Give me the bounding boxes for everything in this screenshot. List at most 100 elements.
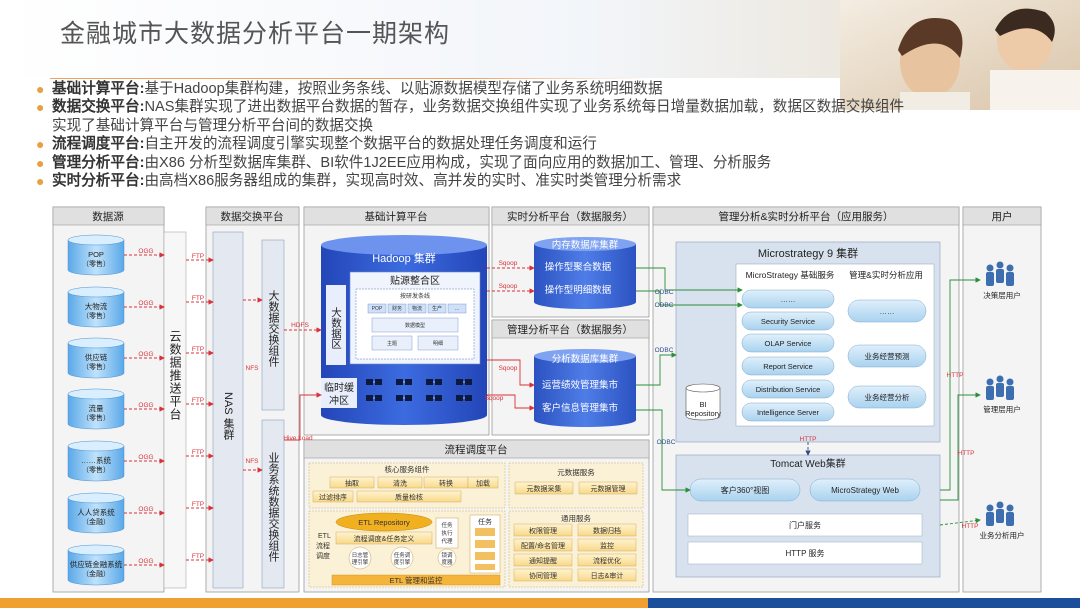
svg-text:…: … [455, 306, 460, 312]
svg-text:数据模型: 数据模型 [405, 322, 425, 329]
connector-label: FTP [192, 397, 204, 404]
svg-text:财务: 财务 [392, 305, 402, 312]
scheduler-platform: 核心服务组件 抽取清洗转换加载过滤排序质量检核 元数据服务 元数据采集 元数据管… [308, 462, 644, 588]
big-exchange-label: 大数据交换组件 [267, 289, 280, 368]
ms-app-label: 业务经营预测 [865, 351, 910, 361]
data-source-item: 流量（零售） [67, 388, 125, 430]
connector-line [939, 517, 981, 526]
etl-repo-label: ETL Repository [358, 518, 410, 527]
server-node-icon [426, 379, 442, 385]
ms-service-item [741, 311, 835, 331]
common-item [577, 568, 637, 582]
connector-label: ODBC [655, 289, 674, 296]
ms-service-item [741, 356, 835, 376]
connector-label: NFS [246, 365, 260, 372]
flow-task-label: 流程调度&任务定义 [354, 534, 415, 543]
connector-label: Sqoop [485, 395, 504, 402]
user-label: 业务分析用户 [980, 530, 1025, 540]
title-underline [50, 78, 650, 79]
data-source-list: POP（零售）大物流（零售）供应链（零售）流量（零售）……系统（零售）人人贷系统… [67, 234, 125, 586]
connector-label: NFS [246, 458, 260, 465]
connector-label: OGG [138, 402, 153, 409]
panel-title-users: 用户 [992, 210, 1013, 223]
data-source-item: 供应链（零售） [67, 337, 125, 379]
data-source-item: 大物流（零售） [67, 286, 125, 328]
connector-label: ODBC [655, 302, 674, 309]
nas-label: NAS 集群 [222, 392, 235, 440]
common-item-label: 流程优化 [593, 556, 621, 565]
task-exec-label-2: 执行 [441, 529, 453, 537]
biz-exchange-label: 业务系统数据交换组件 [267, 452, 280, 563]
task-label: 任务 [478, 517, 492, 526]
mini-modules: POP 财务 物流 生产 … 数据模型 主题 明细 [367, 303, 467, 351]
task-store-label-1: 任务调 [394, 551, 411, 559]
common-item [577, 538, 637, 552]
ms-cluster-title: Microstrategy 9 集群 [758, 246, 858, 260]
connector-label: Hive Load [283, 435, 313, 442]
data-source-item: 供应链金融系统（金融） [67, 544, 125, 586]
user-label: 管理层用户 [983, 404, 1021, 414]
ms-service-item [741, 333, 835, 353]
core-item-label: 质量检核 [395, 493, 423, 502]
connector-label: HTTP [800, 436, 817, 443]
ms-service-label: Distribution Service [756, 385, 821, 394]
cloud-push-bar: 云数据推送平台 [163, 231, 187, 589]
ms-service-label: Security Service [761, 317, 815, 326]
core-item-label: 转换 [439, 479, 453, 488]
common-item-label: 权限管理 [529, 526, 557, 535]
bullet-head: 实时分析平台: [52, 173, 145, 190]
connector-label: OGG [138, 506, 153, 513]
bullet-head: 管理分析平台: [52, 154, 145, 171]
svg-text:生产: 生产 [432, 305, 442, 312]
temp-zone-label-1: 临时缓 [324, 381, 354, 394]
ms-app-item [847, 344, 927, 368]
task-exec-label-3: 代理 [441, 537, 453, 545]
task-store-label-2: 度引擎 [394, 558, 411, 566]
hadoop-label: Hadoop 集群 [372, 251, 436, 265]
connector-line [487, 359, 535, 388]
common-item [513, 553, 573, 567]
data-source-item: POP（零售） [67, 234, 125, 276]
common-items: 权限管理数据归档配置/命名管理监控通知提醒流程优化协同管理日志&审计 [513, 523, 637, 582]
data-source-sub: （金融） [82, 517, 110, 526]
meta-item-collect: 元数据采集 [527, 484, 562, 493]
connector-label: ODBC [657, 439, 676, 446]
connector-label: FTP [192, 501, 204, 508]
panel-title-bars [52, 206, 1042, 459]
data-source-name: POP [88, 250, 104, 259]
tomcat-cluster: Tomcat Web集群 客户360°视图 MicroStrategy Web … [675, 454, 941, 578]
ms-service-label: Report Service [763, 362, 813, 371]
task-exec-label-1: 任务 [441, 521, 453, 529]
big-data-zone-label: 大数据区 [330, 306, 342, 349]
cloud-push-label: 云数据推送平台 [168, 330, 182, 421]
connector-label: HDFS [291, 322, 309, 329]
data-source-name: 供应链 [85, 352, 108, 362]
op-agg-label: 操作型聚合数据 [545, 261, 612, 273]
core-item [467, 476, 499, 489]
connector-line [940, 392, 981, 501]
temp-zone-label-2: 冲区 [329, 394, 349, 407]
data-source-name: 人人贷系统 [77, 507, 115, 517]
etl-flow-label-1: ETL [318, 533, 331, 540]
svg-text:POP: POP [372, 306, 383, 312]
ms-app-label: …… [880, 307, 895, 316]
ms-service-label: Intelligence Server [757, 408, 820, 417]
common-item-label: 监控 [600, 541, 614, 550]
server-node-icon [456, 395, 472, 401]
core-services-label: 核心服务组件 [385, 464, 430, 474]
user-label: 决策层用户 [983, 290, 1021, 300]
data-source-item: 人人贷系统（金融） [67, 492, 125, 534]
ms-app-label: 业务经营分析 [865, 392, 910, 402]
lock-label-2: 度器 [441, 558, 453, 566]
lock-label-1: 锁调 [441, 551, 453, 559]
connector-label: HTTP [962, 523, 979, 530]
data-source-sub: （零售） [82, 311, 110, 320]
panel-title-scheduler: 流程调度平台 [445, 443, 508, 456]
core-item-label: 加载 [476, 479, 490, 488]
panel-title-mgmt-analysis: 管理分析平台（数据服务） [507, 323, 633, 336]
bullet-text: 由X86 分析型数据库集群、BI软件1J2EE应用构成，实现了面向应用的数据加工… [144, 154, 772, 171]
